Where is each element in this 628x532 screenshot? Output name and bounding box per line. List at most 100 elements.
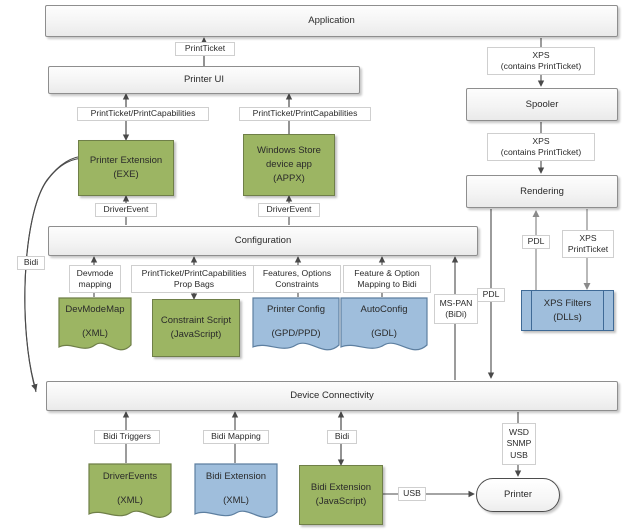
edge-label-printticket-text: PrintTicket (184, 43, 226, 54)
edge-label-feature-option-bidi-line1: Feature & Option (354, 267, 420, 278)
edge-label-features-options-line1: Features, Options (262, 267, 332, 278)
box-driverevents[interactable]: DriverEvents (XML) (88, 463, 172, 525)
box-xps-filters[interactable]: XPS Filters (DLLs) (521, 290, 614, 331)
edge-label-feature-option-mapping-to-bidi: Feature & Option Mapping to Bidi (343, 265, 431, 293)
xps-filters-line2: (DLLs) (553, 311, 582, 323)
edge-label-bidi-center: Bidi (327, 430, 357, 444)
bidi-extension-js-line2: (JavaScript) (315, 496, 367, 507)
edge-label-bidi-mapping: Bidi Mapping (203, 430, 269, 444)
edge-label-bidi-mapping-text: Bidi Mapping (211, 431, 261, 442)
box-constraint-script[interactable]: Constraint Script (JavaScript) (152, 299, 240, 357)
edge-label-bidi-center-text: Bidi (334, 431, 350, 442)
edge-label-wsd-text: WSD (508, 427, 530, 438)
driverevents-line2: (XML) (117, 495, 143, 506)
edge-label-printticket-propbags: PrintTicket/PrintCapabilities Prop Bags (131, 265, 257, 293)
bar-device-connectivity[interactable]: Device Connectivity (46, 381, 618, 411)
box-bidi-extension-javascript[interactable]: Bidi Extension (JavaScript) (299, 465, 383, 525)
edge-label-feature-option-bidi-line2: Mapping to Bidi (357, 279, 417, 289)
edge-label-pdl-right-text: PDL (527, 236, 545, 247)
document-shape (88, 463, 172, 518)
document-shape (252, 297, 340, 351)
bar-printer-ui-label: Printer UI (183, 74, 225, 86)
edge-label-driverevent-2-text: DriverEvent (266, 204, 312, 215)
windows-store-app-line3: (APPX) (273, 172, 305, 184)
bar-device-connectivity-label: Device Connectivity (290, 390, 374, 402)
edge-label-xps-contains-printticket-1: XPS (contains PrintTicket) (487, 47, 595, 75)
edge-label-ms-pan-line1: MS-PAN (439, 297, 473, 308)
driverevents-line1: DriverEvents (102, 471, 158, 483)
edge-label-usb-text: USB (403, 488, 421, 499)
edge-label-devmode-mapping-line1: Devmode (76, 267, 114, 278)
autoconfig-line2: (GDL) (371, 328, 397, 339)
edge-label-printticket-printcaps-2-text: PrintTicket/PrintCapabilities (252, 108, 358, 119)
printer-label: Printer (504, 489, 532, 501)
edge-label-printticket-propbags-line2: Prop Bags (173, 279, 215, 289)
box-bidi-extension-xml[interactable]: Bidi Extension (XML) (194, 463, 278, 525)
edge-label-features-options-line2: Constraints (275, 279, 319, 289)
bar-application-label: Application (308, 15, 355, 27)
box-printer[interactable]: Printer (476, 478, 560, 512)
edge-label-bidi-left: Bidi (17, 256, 45, 270)
predefined-process-left-bar (531, 291, 532, 330)
edge-label-usb: USB (398, 487, 426, 501)
edge-label-printticket-printcaps-1: PrintTicket/PrintCapabilities (77, 107, 209, 121)
edge-label-bidi-triggers: Bidi Triggers (94, 430, 160, 444)
printer-extension-line2: (EXE) (113, 169, 139, 180)
edge-label-usb-stack-text: USB (510, 449, 528, 460)
bar-rendering[interactable]: Rendering (466, 175, 618, 208)
edge-label-xps-2-line1: XPS (532, 135, 550, 146)
edge-label-driverevent-1-text: DriverEvent (103, 204, 149, 215)
printer-config-line1: Printer Config (266, 304, 326, 316)
devmodemap-line1: DevModeMap (65, 304, 125, 316)
edge-label-driverevent-2: DriverEvent (258, 203, 320, 217)
bar-application[interactable]: Application (45, 5, 618, 37)
edge-label-xps-printticket-line2: PrintTicket (567, 244, 609, 254)
edge-label-driverevent-1: DriverEvent (95, 203, 157, 217)
box-autoconfig[interactable]: AutoConfig (GDL) (340, 297, 428, 357)
document-shape (340, 297, 428, 351)
box-windows-store-device-app[interactable]: Windows Store device app (APPX) (243, 134, 335, 196)
box-printer-extension[interactable]: Printer Extension (EXE) (78, 140, 174, 196)
bidi-extension-xml-line1: Bidi Extension (205, 471, 267, 483)
bar-printer-ui[interactable]: Printer UI (48, 66, 360, 94)
edge-label-ms-pan-line2: (BiDi) (445, 309, 467, 319)
edge-label-snmp-text: SNMP (506, 438, 532, 449)
constraint-script-line1: Constraint Script (160, 315, 232, 327)
bar-rendering-label: Rendering (520, 185, 564, 197)
edge-label-bidi-triggers-text: Bidi Triggers (103, 431, 151, 442)
edge-label-wsd-snmp-usb: WSD SNMP USB (502, 423, 536, 465)
bar-spooler-label: Spooler (525, 98, 559, 110)
bar-configuration[interactable]: Configuration (48, 226, 478, 256)
edge-label-xps-printticket-line1: XPS (579, 232, 597, 243)
edge-label-printticket-printcaps-1-text: PrintTicket/PrintCapabilities (90, 108, 196, 119)
edge-label-xps-1-line2: (contains PrintTicket) (500, 61, 582, 71)
box-printer-config[interactable]: Printer Config (GPD/PPD) (252, 297, 340, 357)
edge-label-features-options-constraints: Features, Options Constraints (253, 265, 341, 293)
edge-label-xps-1-line1: XPS (532, 49, 550, 60)
document-shape (58, 297, 132, 351)
bar-configuration-label: Configuration (234, 235, 292, 247)
bidi-extension-xml-line2: (XML) (223, 495, 249, 506)
printer-extension-line1: Printer Extension (89, 155, 163, 167)
edge-label-devmode-mapping-line2: mapping (78, 279, 112, 289)
windows-store-app-line2: device app (266, 159, 312, 171)
edge-label-printticket-printcaps-2: PrintTicket/PrintCapabilities (239, 107, 371, 121)
edge-label-xps-printticket: XPS PrintTicket (562, 230, 614, 258)
autoconfig-line1: AutoConfig (360, 304, 408, 316)
edge-label-pdl-left: PDL (477, 288, 505, 302)
constraint-script-line2: (JavaScript) (170, 329, 222, 340)
edge-label-devmode-mapping: Devmode mapping (69, 265, 121, 293)
bidi-extension-js-line1: Bidi Extension (310, 482, 372, 494)
edge-label-bidi-left-text: Bidi (23, 257, 39, 268)
edge-label-xps-2-line2: (contains PrintTicket) (500, 147, 582, 157)
edge-label-printticket: PrintTicket (175, 42, 235, 56)
predefined-process-right-bar (603, 291, 604, 330)
edge-label-ms-pan-bidi: MS-PAN (BiDi) (434, 294, 478, 324)
edge-label-printticket-propbags-line1: PrintTicket/PrintCapabilities (141, 267, 247, 278)
document-shape (194, 463, 278, 518)
bar-spooler[interactable]: Spooler (466, 88, 618, 121)
devmodemap-line2: (XML) (82, 328, 108, 339)
edge-label-pdl-right: PDL (522, 235, 550, 249)
box-devmodemap[interactable]: DevModeMap (XML) (58, 297, 132, 357)
